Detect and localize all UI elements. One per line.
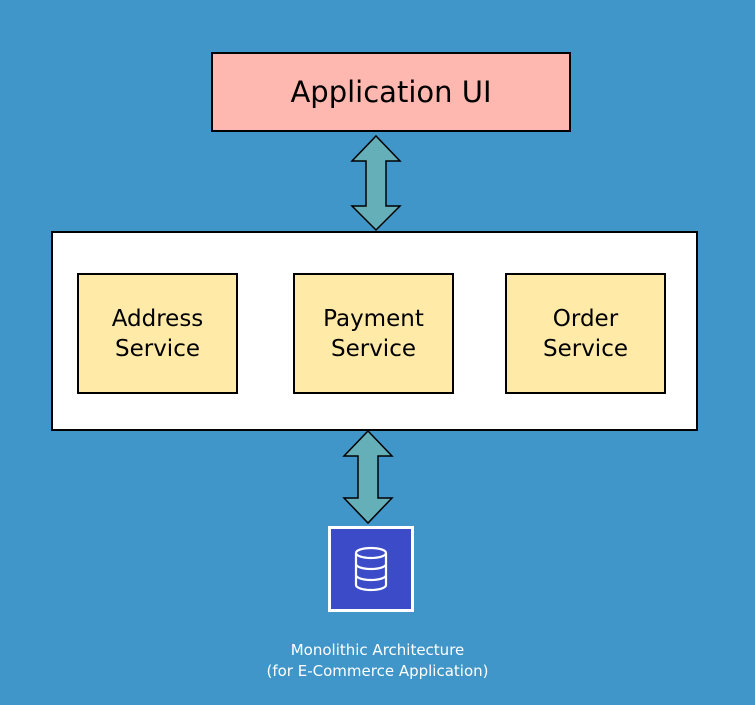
caption-line2: (for E-Commerce Application) <box>266 662 489 680</box>
order-service-box: Order Service <box>505 273 666 394</box>
database-icon <box>354 546 388 592</box>
application-ui-box: Application UI <box>211 52 571 132</box>
application-ui-label: Application UI <box>290 75 492 109</box>
address-service-label-line2: Service <box>114 335 200 362</box>
payment-service-label-line2: Service <box>330 335 416 362</box>
order-service-label-line1: Order <box>552 305 619 332</box>
address-service-box: Address Service <box>77 273 238 394</box>
address-service-label-line1: Address <box>111 305 204 332</box>
order-service-label-line2: Service <box>542 335 628 362</box>
diagram-caption: Monolithic Architecture (for E-Commerce … <box>0 640 755 682</box>
caption-line1: Monolithic Architecture <box>290 641 465 659</box>
payment-service-box: Payment Service <box>293 273 454 394</box>
arrow-services-to-database <box>342 429 394 525</box>
arrow-ui-to-services <box>350 134 402 232</box>
database-box <box>328 526 414 612</box>
payment-service-label-line1: Payment <box>323 305 424 332</box>
